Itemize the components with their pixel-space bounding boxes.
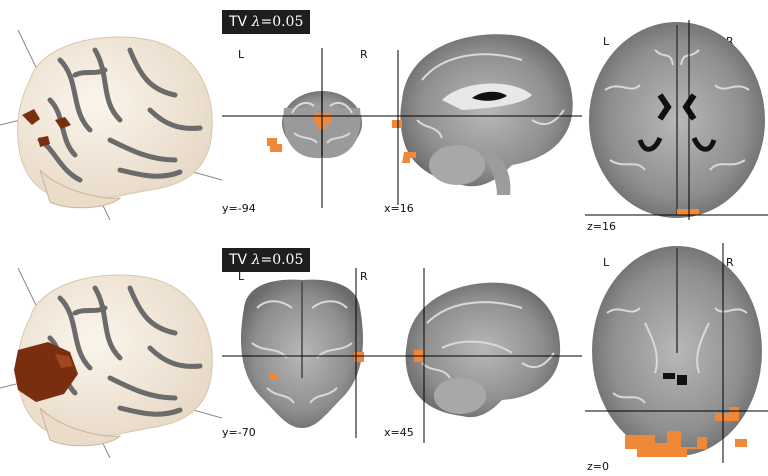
left-hemisphere-label: L	[603, 35, 610, 48]
glass-brain-panel-1: TV λ=0.05 L R y=-94	[0, 10, 768, 233]
axial-slice	[585, 243, 768, 463]
method-badge: TV λ=0.05	[222, 248, 311, 272]
sagittal-slice	[382, 268, 582, 443]
sagittal-coordinate: x=45	[384, 426, 414, 439]
activation-blob	[314, 113, 332, 129]
right-hemisphere-label: R	[726, 256, 734, 269]
coronal-coordinate: y=-70	[222, 426, 256, 439]
activation-blob-3d	[22, 109, 40, 125]
axial-coordinate: z=0	[587, 460, 609, 473]
method-badge: TV λ=0.05	[222, 10, 311, 34]
sagittal-slice	[382, 34, 582, 205]
sagittal-coordinate: x=16	[384, 202, 414, 215]
activation-blob	[625, 431, 707, 457]
left-hemisphere-label: L	[603, 256, 610, 269]
surface-brain-render	[0, 267, 222, 458]
axial-coordinate: z=16	[587, 220, 616, 233]
right-hemisphere-label: R	[360, 270, 368, 283]
activation-blob	[677, 209, 699, 215]
surface-brain-render	[0, 29, 222, 220]
right-hemisphere-label: R	[726, 35, 734, 48]
glass-brain-panel-2: TV λ=0.05 L R y=-70	[0, 238, 768, 476]
axial-slice	[585, 20, 768, 220]
activation-blob	[392, 120, 402, 128]
coronal-slice	[222, 48, 382, 208]
right-hemisphere-label: R	[360, 48, 368, 61]
coronal-slice	[222, 268, 382, 438]
left-hemisphere-label: L	[238, 48, 245, 61]
coronal-coordinate: y=-94	[222, 202, 256, 215]
left-hemisphere-label: L	[238, 270, 245, 283]
